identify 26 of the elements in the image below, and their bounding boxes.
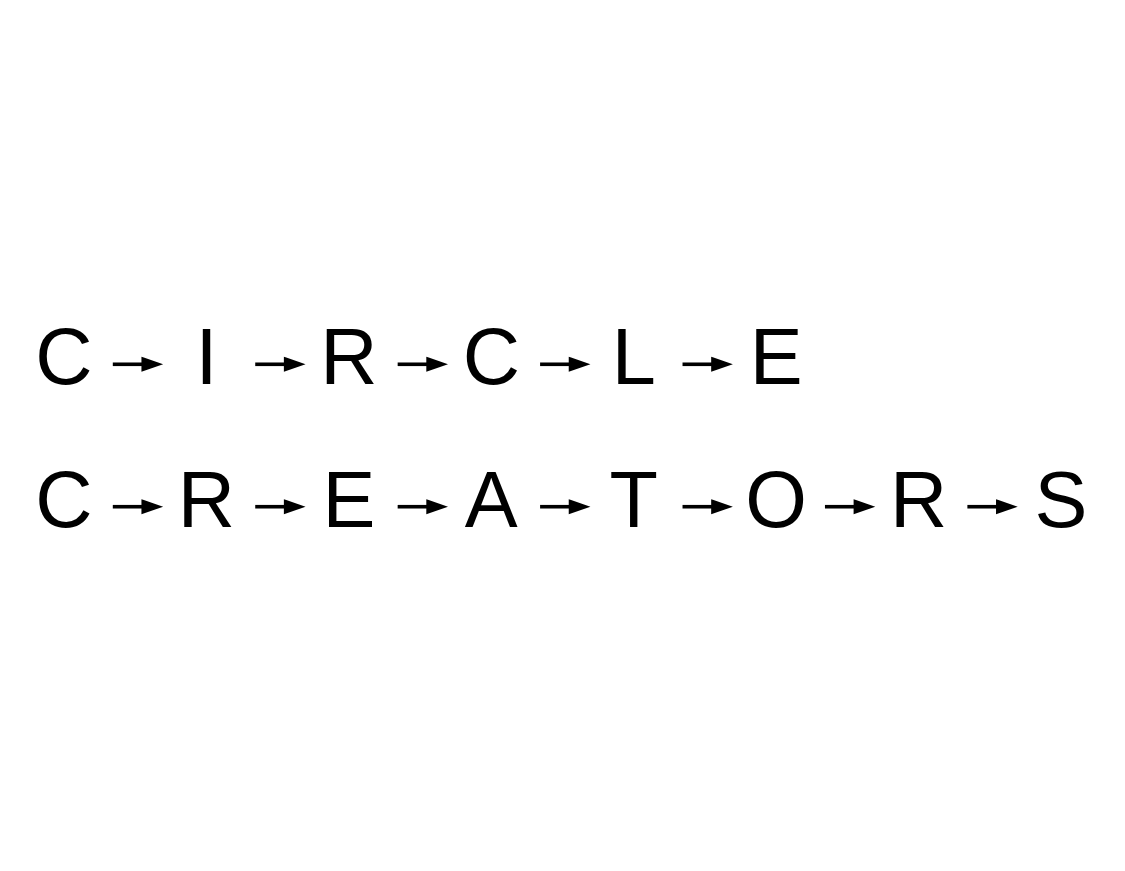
arrow xyxy=(397,499,448,515)
arrow xyxy=(540,356,591,372)
arrow xyxy=(540,499,591,515)
node-text: C xyxy=(462,312,520,402)
node-text: C xyxy=(35,312,93,402)
node-text: I xyxy=(195,312,218,402)
arrow xyxy=(824,499,876,515)
arrow xyxy=(112,499,164,515)
node-text: R xyxy=(320,312,378,402)
node-text: S xyxy=(1034,454,1088,544)
arrow xyxy=(255,356,306,372)
node-text: R xyxy=(889,454,948,544)
node-text: T xyxy=(609,454,658,544)
node-text: E xyxy=(749,312,803,402)
node-text: A xyxy=(464,454,518,544)
arrow xyxy=(112,356,164,372)
arrow xyxy=(967,499,1018,515)
node-text: L xyxy=(611,312,656,402)
node-text: R xyxy=(177,454,236,544)
arrow xyxy=(255,499,306,515)
arrow xyxy=(682,356,733,372)
node-text: C xyxy=(35,454,93,544)
arrow xyxy=(397,356,448,372)
arrow xyxy=(682,499,733,515)
node-text: O xyxy=(745,454,807,544)
node-text: E xyxy=(322,454,376,544)
